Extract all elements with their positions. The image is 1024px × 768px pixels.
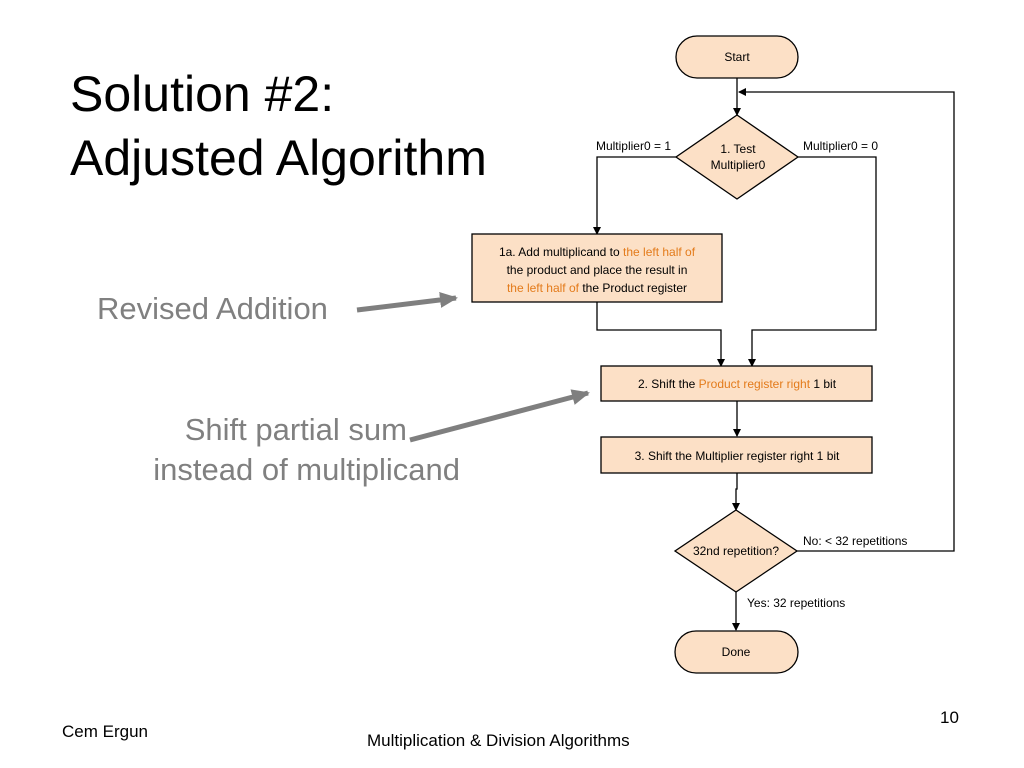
yes-branch-label: Yes: 32 repetitions [747, 596, 845, 610]
test-multiplier-diamond [674, 114, 800, 200]
step-3-box [600, 436, 873, 474]
footer-topic: Multiplication & Division Algorithms [367, 731, 630, 750]
test-label-line-1: 1. Test [720, 142, 756, 156]
callout-shift-line-2: instead of multiplicand [153, 452, 460, 487]
step-3-label: 3. Shift the Multiplier register right 1… [635, 449, 840, 463]
callout-shift-line-1: Shift partial sum [184, 412, 407, 447]
callout-arrow-shift [409, 389, 590, 443]
slide-title: Solution #2: Adjusted Algorithm [70, 62, 487, 190]
step-1a-line-3: the left half of the Product register [507, 281, 687, 295]
flow-connectors [593, 78, 955, 631]
callout-arrow-revised [356, 291, 458, 313]
branch-one-label: Multiplier0 = 1 [596, 139, 671, 153]
done-label: Done [722, 645, 751, 659]
title-line-2: Adjusted Algorithm [70, 130, 487, 186]
no-branch-label: No: < 32 repetitions [803, 534, 907, 548]
start-terminal [675, 35, 799, 79]
step-1a-box [471, 233, 723, 303]
footer-author: Cem Ergun [62, 722, 148, 741]
callout-shift-partial-sum: Shift partial sum instead of multiplican… [110, 410, 460, 490]
callout-revised-addition: Revised Addition [97, 291, 328, 326]
repetition-label: 32nd repetition? [693, 544, 779, 558]
start-label: Start [724, 50, 750, 64]
step-1a-line-1: 1a. Add multiplicand to the left half of [499, 245, 696, 259]
branch-zero-label: Multiplier0 = 0 [803, 139, 878, 153]
step-2-label: 2. Shift the Product register right 1 bi… [638, 377, 837, 391]
page-number: 10 [940, 708, 959, 727]
step-1a-line-2: the product and place the result in [507, 263, 688, 277]
test-label-line-2: Multiplier0 [711, 158, 766, 172]
done-terminal [674, 630, 799, 674]
title-line-1: Solution #2: [70, 66, 335, 122]
step-2-box [600, 365, 873, 402]
repetition-diamond [673, 509, 799, 593]
